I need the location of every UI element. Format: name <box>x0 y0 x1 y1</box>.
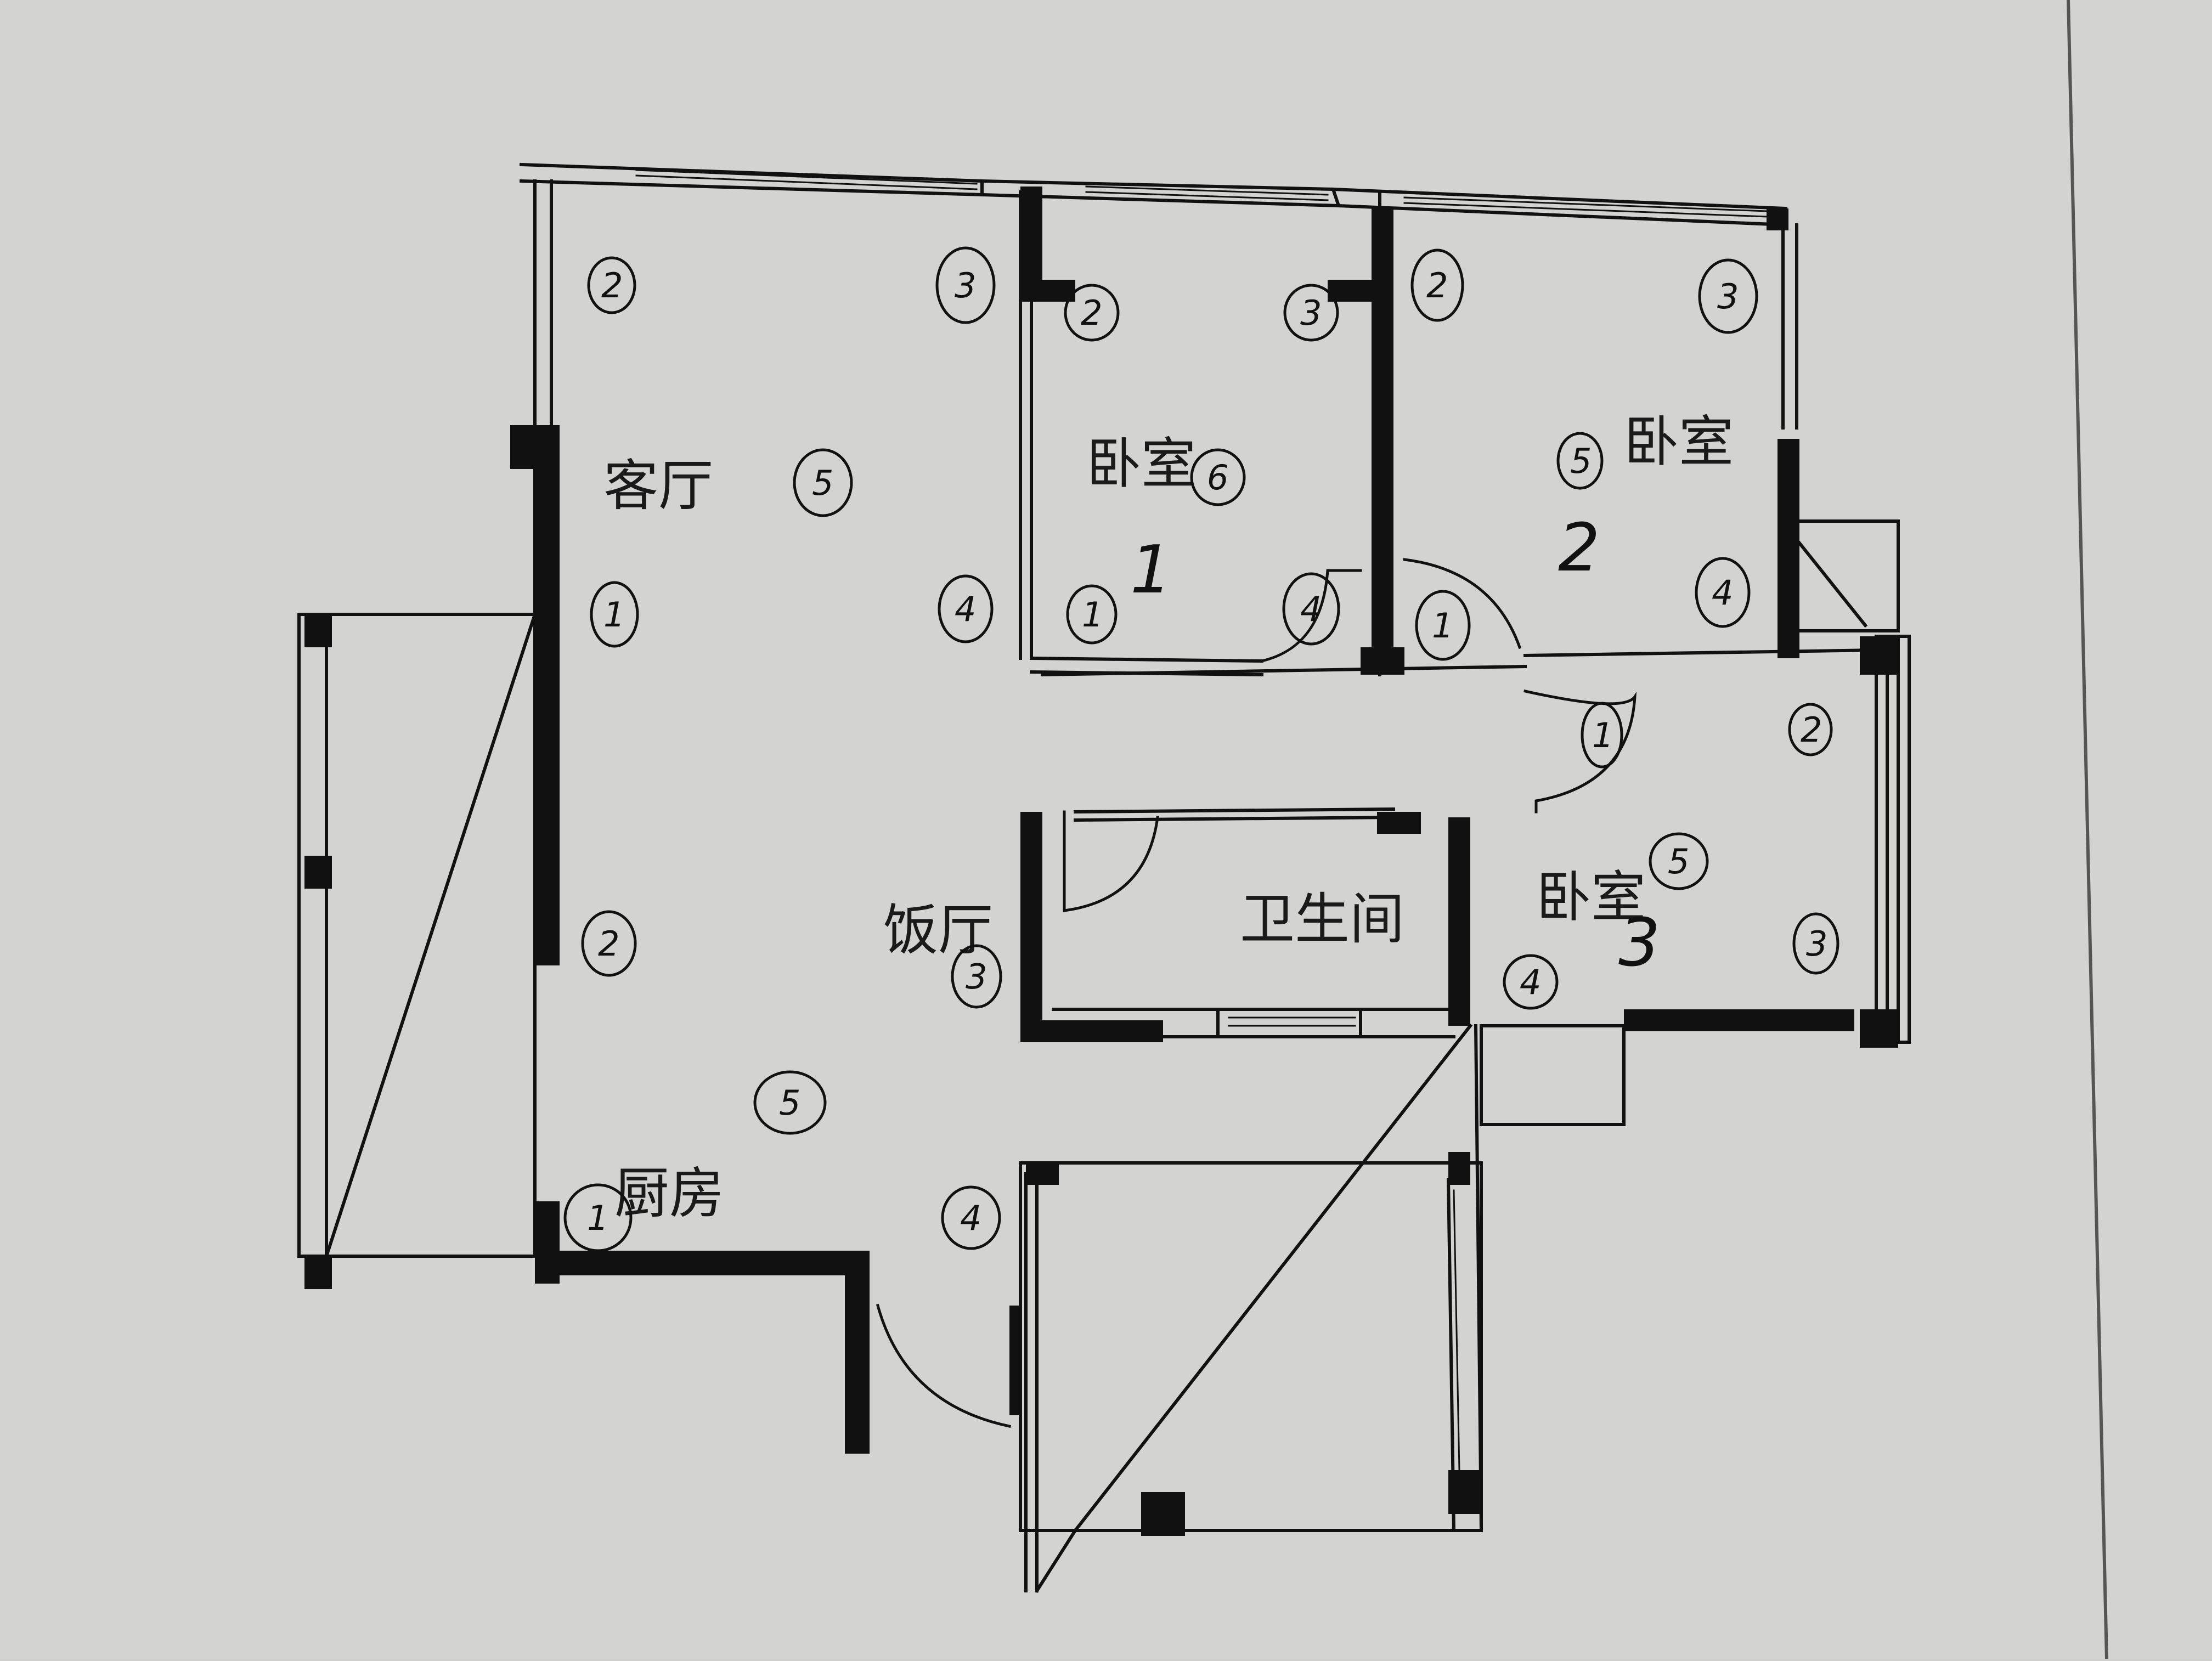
circle-mark: 1 <box>563 1183 633 1252</box>
circle-mark: 6 <box>1190 448 1246 506</box>
circle-mark: 2 <box>581 910 637 977</box>
circle-mark: 2 <box>1410 248 1464 322</box>
circle-mark: 3 <box>1283 284 1339 342</box>
circled-marks: 2 3 5 1 4 2 3 6 1 4 2 3 5 1 4 1 2 5 3 4 … <box>563 246 1839 1252</box>
svg-text:2: 2 <box>1081 293 1102 333</box>
svg-text:2: 2 <box>598 924 619 964</box>
circle-mark: 3 <box>951 944 1002 1009</box>
circle-mark: 4 <box>1282 572 1340 646</box>
room-label-bedroom-b: 卧室 <box>1624 410 1734 474</box>
svg-text:1: 1 <box>1082 595 1103 635</box>
page-edge-line <box>2067 0 2108 1659</box>
circle-mark: 2 <box>1788 703 1833 756</box>
svg-text:6: 6 <box>1207 457 1228 498</box>
circle-mark: 4 <box>1503 954 1559 1010</box>
circle-mark: 2 <box>1064 284 1120 342</box>
svg-text:5: 5 <box>1570 441 1592 481</box>
svg-text:4: 4 <box>955 589 976 629</box>
room-label-bedroom-a: 卧室 <box>1086 432 1196 496</box>
svg-text:1: 1 <box>587 1198 608 1238</box>
circle-mark: 2 <box>587 256 636 314</box>
svg-text:3: 3 <box>966 957 987 997</box>
svg-text:1: 1 <box>1432 606 1453 646</box>
svg-text:4: 4 <box>960 1198 981 1238</box>
svg-text:5: 5 <box>1668 841 1689 882</box>
svg-text:3: 3 <box>955 265 976 306</box>
circle-mark: 5 <box>1649 832 1709 890</box>
circle-mark: 4 <box>1695 557 1751 628</box>
svg-text:1: 1 <box>1592 715 1613 755</box>
svg-text:2: 2 <box>1801 710 1822 750</box>
circle-mark: 5 <box>793 448 853 517</box>
room-label-bathroom: 卫生间 <box>1240 887 1404 951</box>
circle-mark: 3 <box>1792 912 1839 975</box>
circle-mark: 1 <box>1415 590 1471 661</box>
solid-walls <box>304 187 1898 1536</box>
room-label-living: 客厅 <box>603 454 713 518</box>
circle-mark: 1 <box>1066 584 1118 645</box>
circle-mark: 1 <box>590 581 639 648</box>
circle-mark: 4 <box>941 1185 1001 1250</box>
circle-mark: 3 <box>935 246 996 324</box>
handwritten-number-bedroom-a: 1 <box>1130 532 1172 608</box>
svg-text:3: 3 <box>1717 276 1739 317</box>
window-hatching <box>635 169 1877 1471</box>
room-label-bedroom-c: 卧室 <box>1536 865 1646 929</box>
door-swings <box>876 558 1637 1428</box>
circle-mark: 5 <box>753 1070 827 1135</box>
handwritten-number-bedroom-b: 2 <box>1558 510 1600 586</box>
svg-text:3: 3 <box>1300 293 1322 333</box>
svg-text:4: 4 <box>1712 573 1733 613</box>
circle-mark: 4 <box>938 574 994 643</box>
room-label-dining: 饭厅 <box>883 898 993 962</box>
room-label-kitchen: 厨房 <box>614 1161 724 1225</box>
circle-mark: 5 <box>1556 432 1604 490</box>
svg-text:1: 1 <box>603 595 625 635</box>
svg-text:2: 2 <box>601 265 623 306</box>
circle-mark: 1 <box>1581 702 1623 769</box>
svg-text:4: 4 <box>1300 589 1322 629</box>
svg-text:5: 5 <box>812 463 833 503</box>
circle-mark: 3 <box>1698 258 1758 334</box>
svg-text:4: 4 <box>1520 962 1541 1002</box>
svg-text:2: 2 <box>1426 265 1448 306</box>
handwritten-number-bedroom-c: 3 <box>1618 905 1660 981</box>
svg-text:3: 3 <box>1806 924 1827 964</box>
svg-text:5: 5 <box>779 1083 800 1123</box>
